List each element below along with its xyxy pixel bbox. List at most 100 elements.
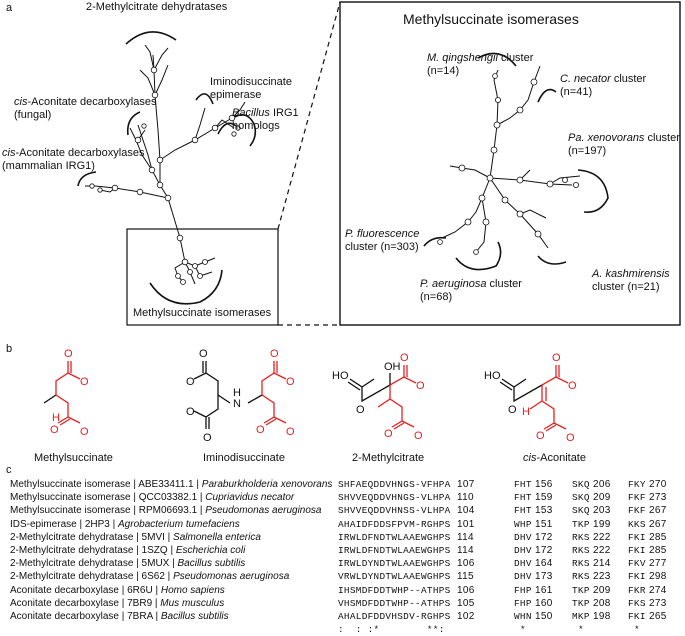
sequence-segment: DHV [514, 544, 532, 556]
enzyme-label: 2-Methylcitrate dehydratase | 5MUX | Bac… [10, 557, 245, 570]
residue-number: 206 [593, 479, 611, 490]
enzyme-label: Aconitate decarboxylase | 7BR9 | Mus mus… [10, 597, 224, 610]
chemical-structures: O O H O O O O N H O O O O O O HO O OH O … [43, 348, 577, 444]
sequence-segment: SHVVEQDDVHNSS-VLHPA [338, 505, 451, 517]
enzyme-name: Aconitate decarboxylase | 7BR9 | [10, 597, 161, 609]
species-name: Bacillus subtilis [177, 558, 246, 570]
residue-number: 265 [649, 610, 667, 622]
cad-mam-line-1: -Aconitate decarboxylases [15, 147, 145, 159]
sequence-segment: IRWLDYNDTWLAAEWGHPS [338, 558, 451, 570]
atom-o: O [552, 352, 561, 364]
structure-name-iminodisuccinate: Iminodisuccinate [203, 452, 285, 464]
sequence-segment: FHT [514, 479, 532, 490]
enzyme-name: 2-Methylcitrate dehydratase | 5MUX | [10, 558, 178, 570]
residue-number: 160 [535, 597, 553, 609]
methylsuccinate-structure [43, 361, 81, 426]
atom-o-minus: O [568, 380, 577, 392]
species-name: Paraburkholderia xenovorans [201, 479, 333, 490]
cad-mam-line-2: (mammalian IRG1) [2, 160, 95, 172]
sequence-segment: FHT [514, 492, 532, 504]
label-methylsuccinate-isomerases: Methylsuccinate isomerases [133, 307, 272, 319]
sequence-segment: IRWLDFNDTWLAAEWGHPS [338, 544, 451, 556]
residue-number: 274 [649, 584, 667, 596]
residue-number: 199 [593, 518, 611, 530]
cis-italic: cis [2, 147, 16, 159]
atom-o: O [508, 404, 517, 416]
atom-ho: HO [332, 370, 349, 382]
residue-number: 222 [593, 531, 611, 543]
panel-c-letter: c [6, 464, 12, 476]
atom-o: O [256, 424, 265, 436]
cluster-word: cluster [489, 278, 522, 290]
cluster-word: cluster [613, 73, 647, 85]
residue-number: 267 [649, 505, 667, 517]
residue-number: 173 [535, 571, 553, 583]
species-italic: A. kashmirensis [592, 268, 670, 280]
residue-number: 159 [535, 492, 553, 504]
residue-number: 106 [457, 584, 475, 596]
sequence-segment: FKI [628, 531, 646, 543]
consensus-marks: * [578, 624, 584, 636]
residue-number: 172 [535, 531, 553, 543]
atom-o: O [199, 348, 208, 360]
inset-tree-nodes [437, 73, 580, 255]
sequence-segment: DHV [514, 558, 532, 570]
zoom-connector-top [277, 1, 341, 230]
enzyme-label: 2-Methylcitrate dehydratase | 6S62 | Pse… [10, 570, 289, 583]
enzyme-label: 2-Methylcitrate dehydratase | 1SZQ | Esc… [10, 544, 245, 557]
cluster-p-aeruginosa: P. aeruginosa cluster(n=68) [420, 278, 522, 304]
cluster-count: (n=197) [568, 145, 607, 157]
sequence-segment: VHSMDFDDTWHP--ATHPS [338, 597, 451, 609]
species-name: Escherichia coli [175, 544, 246, 556]
atom-o-minus: O [203, 432, 212, 444]
sequence-segment: TKP [572, 518, 590, 530]
sequence-segment: KKS [628, 518, 646, 530]
cluster-word: cluster [647, 132, 680, 144]
tree-nodes [89, 66, 241, 285]
atom-o: O [186, 406, 195, 418]
panel-b-letter: b [6, 343, 13, 355]
sequence-segment: FKR [628, 584, 646, 596]
bsub-line-1: IRG1 [272, 107, 299, 119]
sequence-segment: TKP [572, 584, 590, 596]
atom-o: O [270, 348, 279, 360]
enzyme-name: IDS-epimerase | 2HP3 | [10, 518, 119, 530]
species-italic: P. fluorescence [345, 228, 420, 240]
enzyme-name: 2-Methylcitrate dehydratase | 1SZQ | [10, 544, 176, 556]
residue-number: 151 [535, 518, 553, 530]
residue-number: 270 [649, 479, 667, 490]
atom-o: O [536, 430, 545, 442]
msi-selection-box [126, 228, 279, 326]
atom-h: H [522, 406, 530, 418]
consensus-marks: : : :* **: [338, 624, 445, 636]
clade-arcs [77, 31, 257, 305]
residue-number: 156 [535, 479, 553, 490]
enzyme-label: Aconitate decarboxylase | 6R6U | Homo sa… [10, 584, 225, 597]
atom-o-minus: O [80, 426, 89, 438]
residue-number: 298 [649, 571, 667, 583]
atom-o: O [356, 404, 365, 416]
residue-number: 172 [535, 544, 553, 556]
sequence-segment: AHALDFDDVHSDV-RGHPS [338, 610, 451, 622]
label-cad-mammalian: cis-Aconitate decarboxylases(mammalian I… [2, 147, 144, 173]
atom-o-minus: O [186, 376, 195, 388]
cluster-count: (n=41) [560, 86, 593, 98]
cluster-count: (n=68) [420, 291, 453, 303]
species-name: Pseudomonas aeruginosa [173, 571, 290, 583]
residue-number: 164 [535, 558, 553, 570]
sequence-segment: FKY [628, 479, 646, 490]
sequence-segment: RKS [572, 558, 590, 570]
sequence-segment: WHN [514, 610, 532, 622]
atom-o: O [50, 424, 59, 436]
sequence-segment: WHP [514, 518, 532, 530]
enzyme-name: 2-Methylcitrate dehydratase | 6S62 | [10, 571, 174, 583]
enzyme-label: Methylsuccinate isomerase | RPM06693.1 |… [10, 504, 322, 517]
sequence-segment: RKS [572, 531, 590, 543]
residue-number: 273 [649, 597, 667, 609]
species-italic: C. necator [560, 73, 611, 85]
species-name: Bacillus subtilis [160, 610, 229, 622]
residue-number: 209 [593, 584, 611, 596]
